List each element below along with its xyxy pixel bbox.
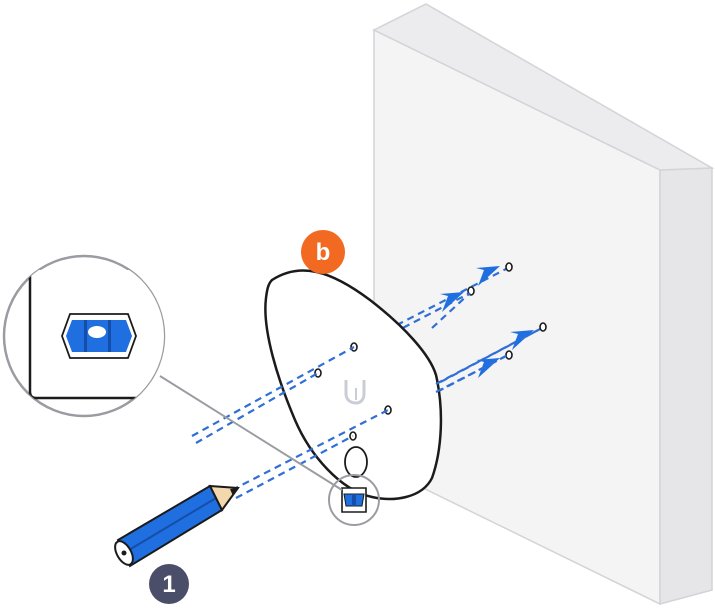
template-cable-hole — [344, 446, 368, 478]
arrow-icon — [510, 330, 534, 350]
step-badge-label: 1 — [162, 571, 175, 598]
pencil-icon — [114, 484, 240, 568]
template-outline — [264, 269, 443, 501]
arrow-icon — [440, 292, 464, 312]
template-level-notch — [341, 487, 367, 513]
bubble-level-icon — [61, 313, 137, 359]
mounting-template — [264, 269, 443, 513]
wall-hole — [505, 262, 513, 272]
magnifier — [2, 254, 380, 526]
ubiquiti-logo-icon — [344, 380, 366, 405]
part-badge-label: b — [316, 239, 331, 266]
guide-lines-front — [191, 292, 543, 499]
wall-side-face — [659, 167, 713, 605]
arrow-icon — [476, 266, 500, 286]
wall-hole — [539, 322, 547, 332]
part-badge: b — [301, 230, 345, 274]
wall — [372, 3, 715, 606]
step-badge: 1 — [149, 564, 189, 604]
small-zoom-circle — [328, 474, 380, 526]
wall-hole — [505, 350, 513, 360]
pencil-tip — [208, 484, 240, 512]
magnifier-pointer — [159, 375, 343, 491]
level-bubble — [88, 326, 106, 338]
wall-top-face — [372, 3, 715, 171]
